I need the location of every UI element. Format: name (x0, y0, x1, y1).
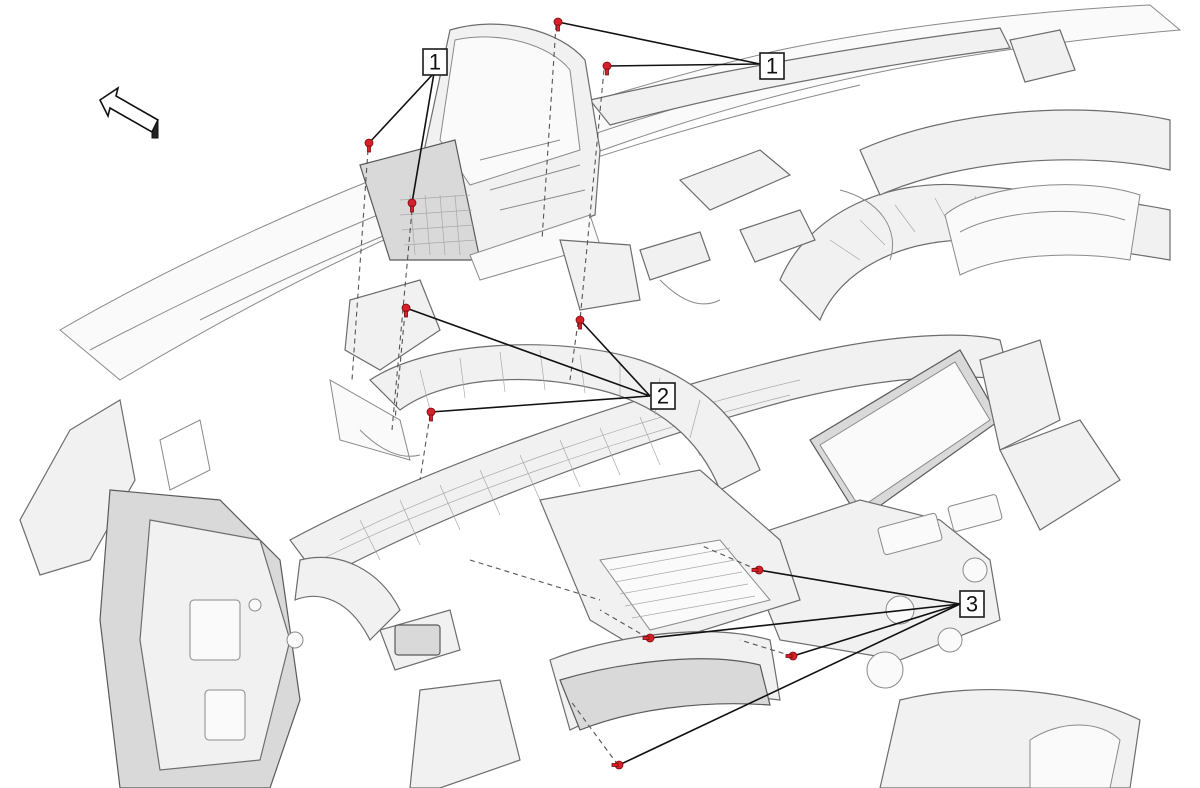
fastener-icon (426, 407, 436, 422)
fastener-icon (407, 198, 417, 213)
forward-arrow-icon (98, 86, 160, 139)
fastener-icon (751, 565, 764, 575)
fastener-icon (553, 17, 563, 32)
left-pillar-structure (19, 399, 304, 788)
fastener-icon (642, 633, 655, 643)
callout-1-left: 1 (422, 48, 448, 76)
upper-module-cover (359, 23, 601, 281)
fastener-icon (611, 760, 624, 770)
fasteners (364, 17, 798, 770)
fastener-icon (364, 138, 374, 153)
fastener-icon (785, 651, 798, 661)
fastener-icon (575, 315, 585, 330)
fastener-icon (602, 61, 612, 76)
callout-label: 1 (766, 54, 778, 79)
fastener-icon (401, 303, 411, 318)
callout-2: 2 (650, 382, 676, 410)
callout-label: 3 (966, 592, 978, 617)
callout-1-right: 1 (759, 52, 785, 80)
right-duct-loop (779, 109, 1171, 322)
callout-3: 3 (959, 590, 985, 618)
callout-label: 1 (429, 50, 441, 75)
leader-lines (368, 21, 961, 766)
lower-tray-assembly (294, 469, 801, 788)
callout-label: 2 (657, 384, 669, 409)
installation-paths (351, 24, 793, 766)
upper-brackets (639, 29, 1076, 305)
lower-bracket (329, 239, 641, 461)
center-stack (739, 339, 1141, 788)
